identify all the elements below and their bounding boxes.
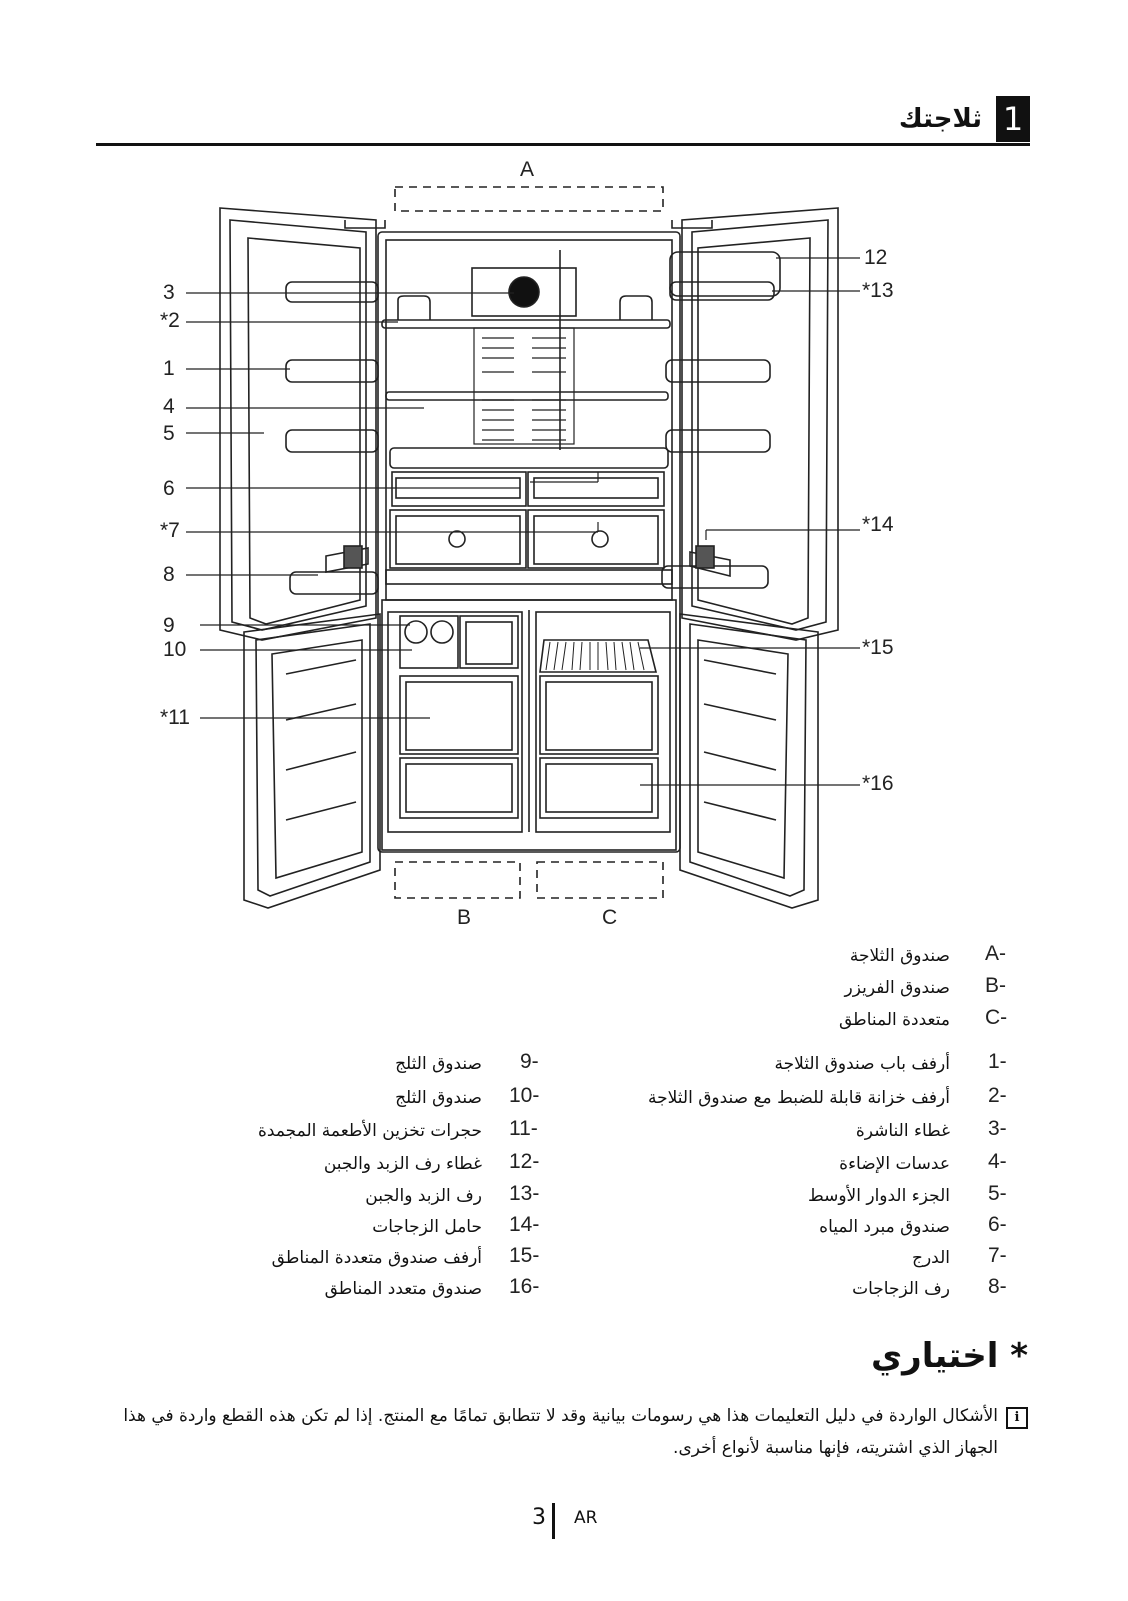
callout-3: 3 bbox=[163, 281, 175, 304]
legend-key-9: 9- bbox=[520, 1050, 539, 1073]
legend-key-13: 13- bbox=[509, 1182, 540, 1205]
legend-label-4: عدسات الإضاءة bbox=[839, 1154, 950, 1174]
callout-10: 10 bbox=[163, 638, 187, 661]
legend-label-7: الدرج bbox=[911, 1248, 950, 1268]
legend-label-5: الجزء الدوار الأوسط bbox=[807, 1186, 950, 1206]
legend-key-b: B- bbox=[985, 974, 1006, 997]
callout-9: 9 bbox=[163, 614, 175, 637]
zone-letter-a: A bbox=[520, 158, 535, 181]
callout-13: *13 bbox=[862, 279, 894, 302]
legend-label-10: صندوق الثلج bbox=[395, 1088, 482, 1108]
page-number: 3 bbox=[532, 1505, 546, 1530]
zone-c-box bbox=[536, 861, 664, 899]
callout-14: *14 bbox=[862, 513, 894, 536]
refrigerator-diagram bbox=[186, 186, 860, 909]
footer-divider bbox=[552, 1503, 555, 1539]
callout-7: *7 bbox=[160, 519, 180, 542]
legend-label-b: صندوق الفريزر bbox=[844, 978, 951, 998]
legend-key-12: 12- bbox=[509, 1150, 540, 1173]
legend-label-3: غطاء الناشرة bbox=[855, 1121, 950, 1141]
zone-a-box bbox=[394, 186, 664, 212]
callout-15: *15 bbox=[862, 636, 894, 659]
legend-label-8: رف الزجاجات bbox=[852, 1279, 950, 1299]
callout-8: 8 bbox=[163, 563, 175, 586]
zone-letter-b: B bbox=[457, 906, 472, 929]
legend-key-11: 11- bbox=[509, 1117, 538, 1140]
legend-key-8: 8- bbox=[988, 1275, 1007, 1298]
legend-key-4: 4- bbox=[988, 1150, 1007, 1173]
legend-key-5: 5- bbox=[988, 1182, 1007, 1205]
note-text: الأشكال الواردة في دليل التعليمات هذا هي… bbox=[123, 1406, 998, 1458]
legend-label-14: حامل الزجاجات bbox=[372, 1217, 482, 1237]
legend-label-6: صندوق مبرد المياه bbox=[819, 1217, 950, 1237]
legend-label-12: غطاء رف الزبد والجبن bbox=[323, 1154, 482, 1174]
legend-label-15: أرفف صندوق متعددة المناطق bbox=[271, 1248, 482, 1268]
legend-label-2: أرفف خزانة قابلة للضبط مع صندوق الثلاجة bbox=[648, 1088, 950, 1108]
legend-label-9: صندوق الثلج bbox=[395, 1054, 482, 1074]
legend-key-14: 14- bbox=[509, 1213, 540, 1236]
legend-key-a: A- bbox=[985, 942, 1006, 965]
callout-2: *2 bbox=[160, 309, 180, 332]
legend-label-1: أرفف باب صندوق الثلاجة bbox=[774, 1054, 950, 1074]
legend-key-2: 2- bbox=[988, 1084, 1007, 1107]
legend-key-1: 1- bbox=[988, 1050, 1007, 1073]
zone-letter-c: C bbox=[602, 906, 618, 929]
callout-4: 4 bbox=[163, 395, 175, 418]
legend-key-c: C- bbox=[985, 1006, 1008, 1029]
legend-label-11: حجرات تخزين الأطعمة المجمدة bbox=[257, 1121, 482, 1141]
page-language: AR bbox=[574, 1508, 598, 1528]
info-icon: i bbox=[1006, 1407, 1028, 1429]
callout-1: 1 bbox=[163, 357, 175, 380]
callout-12: 12 bbox=[864, 246, 888, 269]
header-rule bbox=[96, 143, 1030, 146]
legend-label-a: صندوق الثلاجة bbox=[849, 946, 950, 966]
legend-key-3: 3- bbox=[988, 1117, 1007, 1140]
zone-b-box bbox=[394, 861, 521, 899]
callout-5: 5 bbox=[163, 422, 175, 445]
legend-label-16: صندوق متعدد المناطق bbox=[324, 1279, 482, 1299]
callout-11: *11 bbox=[160, 706, 190, 729]
optional-label: * اختياري bbox=[870, 1336, 1028, 1376]
legend-key-6: 6- bbox=[988, 1213, 1007, 1236]
section-title: ثلاجتك bbox=[898, 104, 982, 134]
legend-label-c: متعددة المناطق bbox=[839, 1010, 950, 1030]
section-number: 1 bbox=[996, 96, 1030, 142]
legend-key-16: 16- bbox=[509, 1275, 540, 1298]
legend-label-13: رف الزبد والجبن bbox=[365, 1186, 482, 1206]
legend-key-15: 15- bbox=[509, 1244, 540, 1267]
callout-6: 6 bbox=[163, 477, 175, 500]
legend-key-7: 7- bbox=[988, 1244, 1007, 1267]
callout-16: *16 bbox=[862, 772, 894, 795]
legend-key-10: 10- bbox=[509, 1084, 540, 1107]
